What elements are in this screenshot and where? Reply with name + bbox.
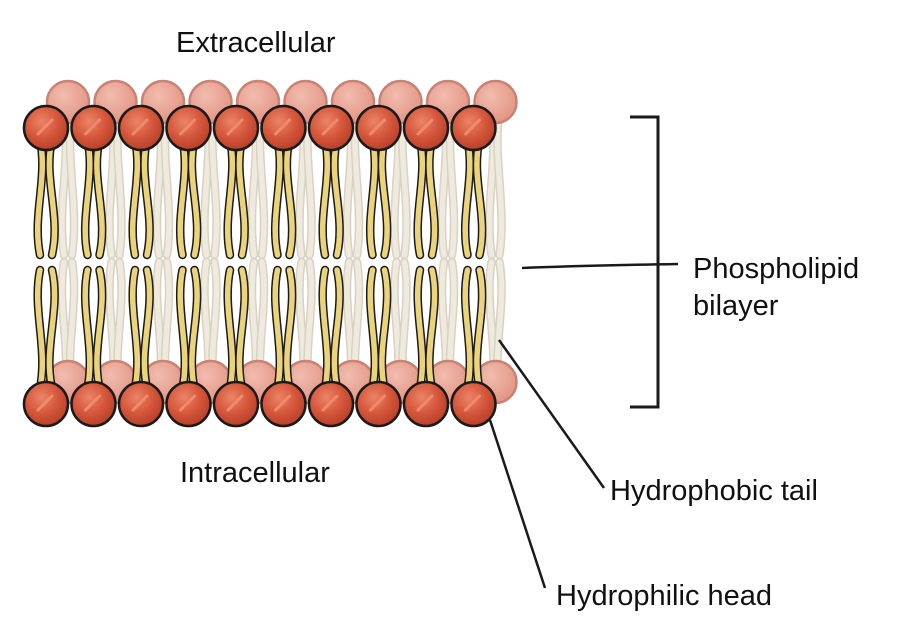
front-bottom-head-highlight	[464, 394, 481, 412]
bilayer-label-line1: Phospholipid	[693, 253, 859, 285]
front-bottom-head-highlight	[179, 394, 196, 412]
front-bottom-tail-fill	[379, 267, 390, 391]
front-top-tail-fill	[426, 137, 438, 258]
front-bottom-head-highlight	[36, 394, 54, 412]
front-bottom-head-highlight	[274, 394, 291, 412]
front-bottom-tail-fill	[94, 267, 105, 391]
front-bottom-tail-fill	[367, 267, 378, 391]
bilayer-label-line2: bilayer	[693, 290, 779, 322]
front-bottom-tail-fill	[35, 267, 45, 391]
front-bottom-tail-fill	[46, 267, 58, 391]
front-top-tail-fill	[34, 137, 46, 258]
front-top-tail-fill	[331, 137, 343, 258]
front-bottom-tail-fill	[236, 267, 248, 391]
tail-pointer-line	[497, 339, 606, 489]
front-top-head-highlight	[84, 118, 101, 136]
front-bottom-head-highlight	[321, 394, 339, 412]
front-top-head-highlight	[131, 118, 149, 136]
front-top-tail-fill	[462, 137, 473, 258]
front-bottom-tail-fill	[189, 267, 200, 391]
bilayer-bracket	[630, 115, 660, 409]
front-bottom-tail-fill	[415, 267, 425, 391]
front-bottom-tail-fill	[474, 267, 485, 391]
front-top-head-highlight	[369, 118, 386, 136]
front-top-head-highlight	[321, 118, 339, 136]
front-top-tail-fill	[46, 137, 58, 258]
front-top-tail-fill	[82, 137, 93, 258]
front-top-head-highlight	[179, 118, 196, 136]
front-top-tail-fill	[367, 137, 378, 258]
front-bottom-tail-fill	[331, 267, 343, 391]
front-top-tail-fill	[474, 137, 485, 258]
front-top-head-highlight	[36, 118, 54, 136]
front-top-tail-fill	[379, 137, 390, 258]
front-bottom-tail-fill	[225, 267, 235, 391]
front-bottom-tail-fill	[284, 267, 295, 391]
front-bottom-tail-fill	[272, 267, 283, 391]
front-bottom-tail-fill	[141, 267, 153, 391]
front-bottom-head-highlight	[226, 394, 244, 412]
back-top-tail-fill	[494, 107, 505, 258]
hydrophobic-tail-label: Hydrophobic tail	[610, 475, 818, 507]
front-bottom-tail-fill	[130, 267, 140, 391]
front-bottom-tail-fill	[462, 267, 473, 391]
front-layer-tails	[33, 135, 487, 393]
front-top-head-highlight	[464, 118, 481, 136]
intracellular-label: Intracellular	[180, 457, 330, 489]
front-bottom-head-highlight	[84, 394, 101, 412]
hydrophilic-head-label: Hydrophilic head	[556, 580, 772, 612]
front-top-head-highlight	[226, 118, 244, 136]
front-top-head-highlight	[416, 118, 434, 136]
front-top-tail-fill	[129, 137, 141, 258]
front-bottom-head-highlight	[369, 394, 386, 412]
front-bottom-tail-fill	[177, 267, 188, 391]
front-top-tail-fill	[141, 137, 153, 258]
front-top-tail-fill	[272, 137, 283, 258]
bilayer-pointer-line	[521, 262, 679, 270]
head-pointer-line	[488, 419, 547, 589]
front-top-tail-fill	[177, 137, 188, 258]
front-top-tail-fill	[236, 137, 248, 258]
front-top-tail-fill	[189, 137, 200, 258]
front-bottom-tail-fill	[320, 267, 330, 391]
front-bottom-head-highlight	[131, 394, 149, 412]
front-top-head-highlight	[274, 118, 291, 136]
front-bottom-tail-fill	[426, 267, 438, 391]
front-layer-heads	[22, 104, 497, 428]
extracellular-label: Extracellular	[176, 27, 336, 59]
front-top-tail-fill	[319, 137, 331, 258]
front-top-tail-fill	[284, 137, 295, 258]
front-top-tail-fill	[414, 137, 426, 258]
front-top-tail-fill	[224, 137, 236, 258]
front-bottom-head-highlight	[416, 394, 434, 412]
front-bottom-tail-fill	[82, 267, 93, 391]
front-top-tail-fill	[94, 137, 105, 258]
